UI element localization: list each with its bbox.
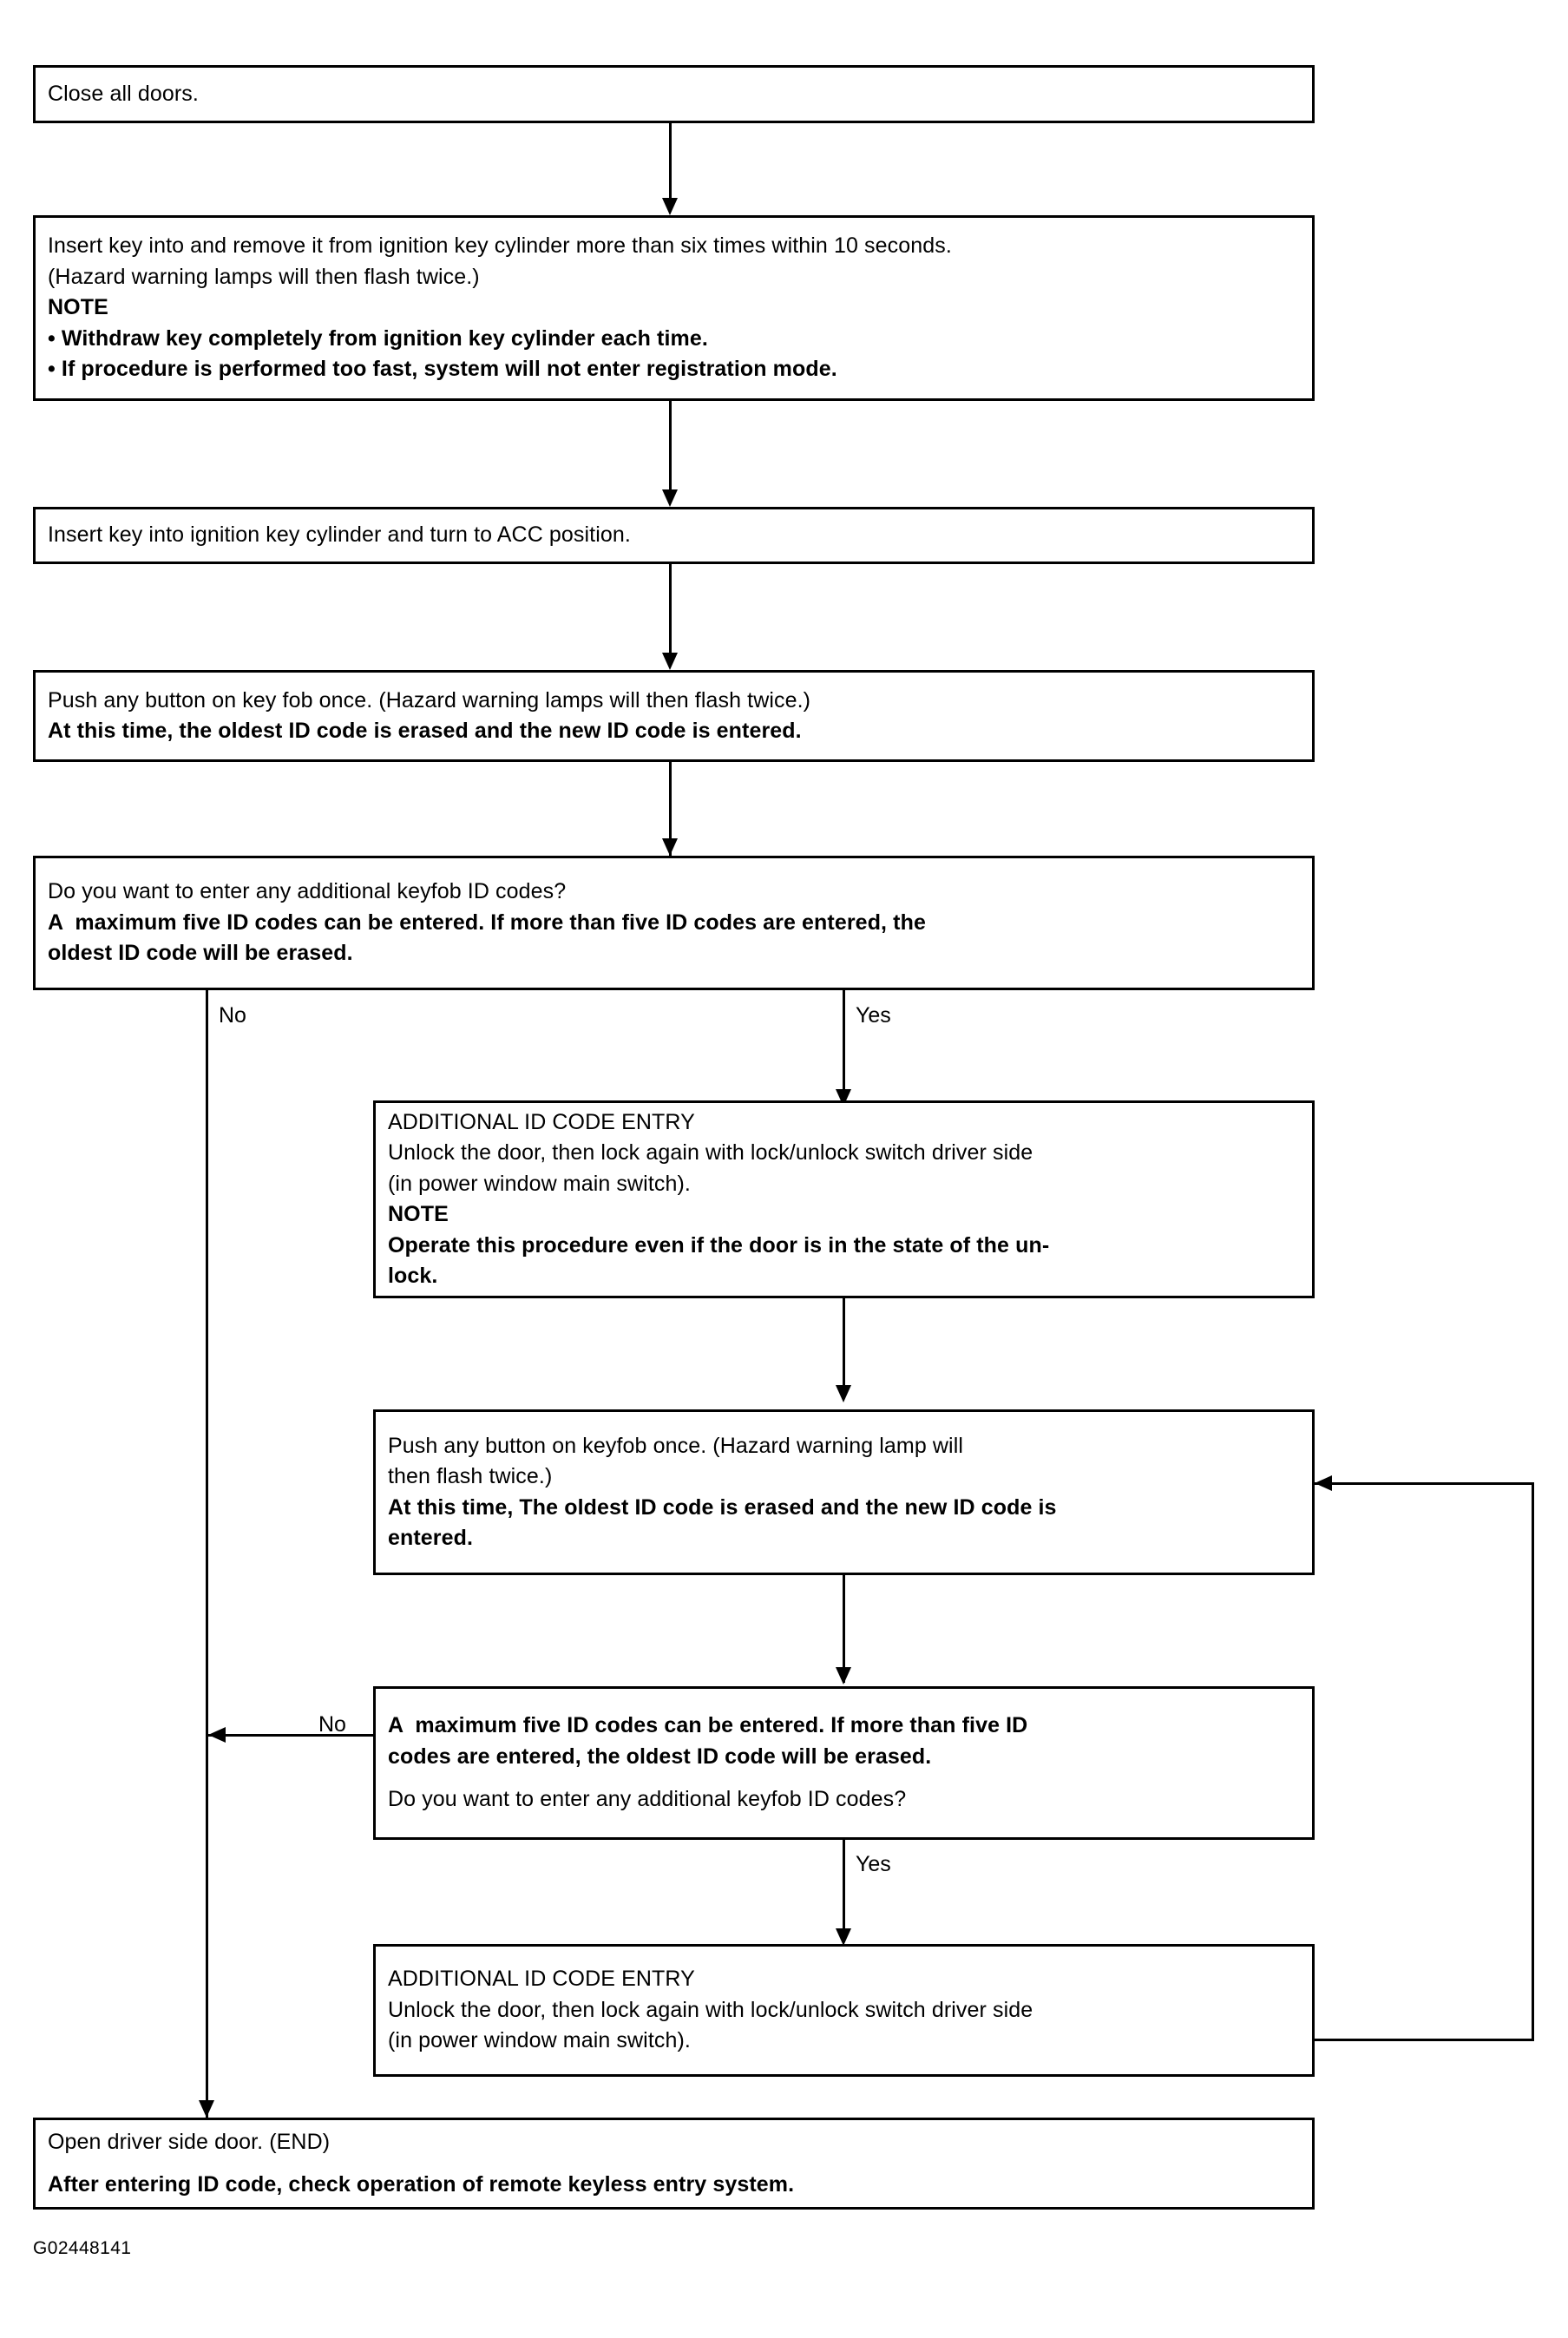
arrowhead-down-4 bbox=[662, 838, 678, 856]
node-turn-acc: Insert key into ignition key cylinder an… bbox=[33, 507, 1315, 564]
node-line: Insert key into ignition key cylinder an… bbox=[48, 522, 631, 548]
node-decision-first: Do you want to enter any additional keyf… bbox=[33, 856, 1315, 990]
node-line: After entering ID code, check operation … bbox=[48, 2172, 795, 2197]
arrowhead-down-yes-2 bbox=[836, 1928, 851, 1946]
connector-3-4 bbox=[669, 564, 672, 663]
node-insert-remove-key: Insert key into and remove it from ignit… bbox=[33, 215, 1315, 401]
figure-id-code: G02448141 bbox=[33, 2238, 132, 2258]
node-line: entered. bbox=[388, 1526, 474, 1550]
node-line: At this time, The oldest ID code is eras… bbox=[388, 1494, 1057, 1520]
connector-second-yes bbox=[843, 1840, 845, 1942]
connector-first-yes bbox=[843, 990, 845, 1102]
node-line: A maximum five ID codes can be entered. … bbox=[388, 1713, 1028, 1738]
feedback-loop-bottom bbox=[1315, 2039, 1534, 2041]
node-decision-second: A maximum five ID codes can be entered. … bbox=[373, 1686, 1315, 1840]
node-line: (in power window main switch). bbox=[388, 1171, 691, 1196]
connector-7-8 bbox=[843, 1575, 845, 1683]
arrowhead-down-3 bbox=[662, 653, 678, 670]
node-line: codes are entered, the oldest ID code wi… bbox=[388, 1744, 932, 1769]
node-line: Unlock the door, then lock again with lo… bbox=[388, 1140, 1033, 1165]
node-line: Do you want to enter any additional keyf… bbox=[48, 879, 567, 904]
node-line: A maximum five ID codes can be entered. … bbox=[48, 910, 926, 935]
node-line: Open driver side door. (END) bbox=[48, 2129, 331, 2154]
node-line: lock. bbox=[388, 1264, 438, 1288]
node-additional-entry-second: ADDITIONAL ID CODE ENTRY Unlock the door… bbox=[373, 1944, 1315, 2077]
branch-label-first-no: No bbox=[219, 1003, 246, 1028]
node-line: Insert key into and remove it from ignit… bbox=[48, 233, 952, 259]
node-additional-entry-first: ADDITIONAL ID CODE ENTRY Unlock the door… bbox=[373, 1100, 1315, 1298]
arrowhead-down-6 bbox=[836, 1667, 851, 1685]
node-line: Do you want to enter any additional keyf… bbox=[388, 1787, 907, 1812]
node-line: (in power window main switch). bbox=[388, 2028, 691, 2053]
node-line: Push any button on keyfob once. (Hazard … bbox=[388, 1433, 963, 1458]
node-line: Close all doors. bbox=[48, 81, 199, 106]
node-line: Push any button on key fob once. (Hazard… bbox=[48, 687, 811, 713]
node-line: ADDITIONAL ID CODE ENTRY bbox=[388, 1109, 695, 1134]
node-end: Open driver side door. (END) After enter… bbox=[33, 2118, 1315, 2210]
arrowhead-down-no-end bbox=[199, 2100, 214, 2118]
feedback-loop-right bbox=[1532, 1482, 1534, 2041]
node-push-button-second: Push any button on keyfob once. (Hazard … bbox=[373, 1409, 1315, 1575]
connector-first-no bbox=[206, 990, 208, 2118]
node-line: then flash twice.) bbox=[388, 1464, 553, 1488]
connector-4-5 bbox=[669, 762, 672, 861]
node-close-doors: Close all doors. bbox=[33, 65, 1315, 123]
connector-second-no bbox=[208, 1734, 373, 1737]
connector-1-2 bbox=[669, 123, 672, 208]
node-line: • Withdraw key completely from ignition … bbox=[48, 325, 708, 351]
arrowhead-down-5 bbox=[836, 1385, 851, 1402]
node-line: (Hazard warning lamps will then flash tw… bbox=[48, 264, 480, 289]
node-line: Unlock the door, then lock again with lo… bbox=[388, 1997, 1033, 2022]
node-line: NOTE bbox=[388, 1202, 449, 1226]
node-line: NOTE bbox=[48, 295, 108, 320]
connector-2-3 bbox=[669, 401, 672, 500]
node-line: Operate this procedure even if the door … bbox=[388, 1232, 1050, 1258]
branch-label-second-no: No bbox=[318, 1712, 346, 1737]
arrowhead-left-feedback bbox=[1315, 1475, 1332, 1491]
arrowhead-left-no-2 bbox=[208, 1727, 226, 1743]
arrowhead-down-2 bbox=[662, 489, 678, 507]
node-line: ADDITIONAL ID CODE ENTRY bbox=[388, 1967, 695, 1992]
node-line: At this time, the oldest ID code is eras… bbox=[48, 719, 802, 743]
connector-6-7 bbox=[843, 1298, 845, 1396]
node-push-button-first: Push any button on key fob once. (Hazard… bbox=[33, 670, 1315, 762]
branch-label-first-yes: Yes bbox=[856, 1003, 891, 1028]
arrowhead-down-1 bbox=[662, 198, 678, 215]
node-line: oldest ID code will be erased. bbox=[48, 941, 353, 966]
branch-label-second-yes: Yes bbox=[856, 1852, 891, 1876]
node-line: • If procedure is performed too fast, sy… bbox=[48, 357, 837, 382]
feedback-loop-top bbox=[1315, 1482, 1534, 1485]
